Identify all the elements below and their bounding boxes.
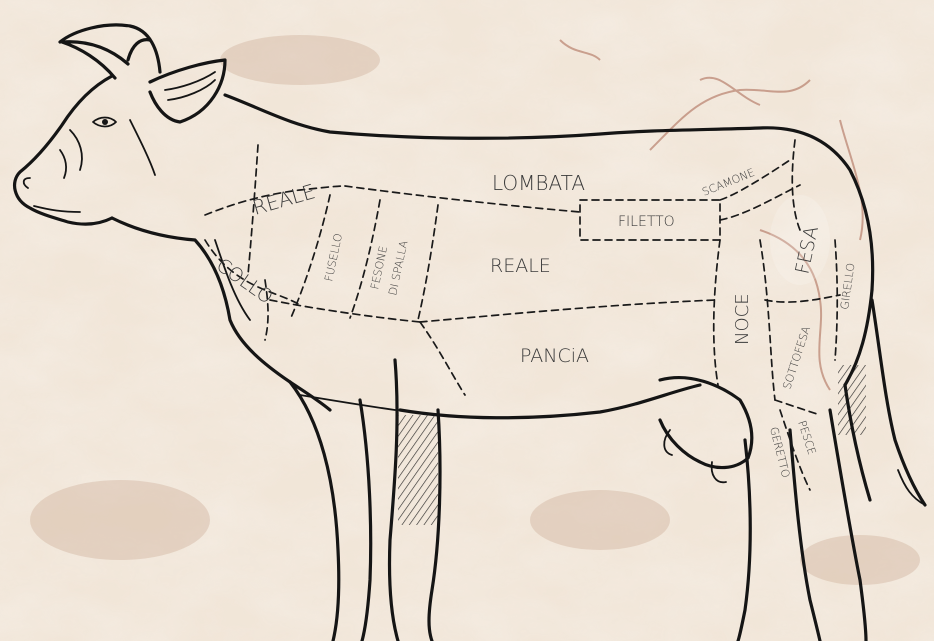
label-lombata: LOMBATA — [492, 171, 585, 195]
rear-leg-hatch — [838, 365, 866, 435]
label-noce: NOCE — [732, 293, 753, 345]
label-pancia: PANCiA — [520, 345, 589, 367]
label-filetto: FILETTO — [618, 214, 675, 230]
label-reale-body: REALE — [490, 255, 551, 277]
leg-hatch — [398, 415, 438, 525]
